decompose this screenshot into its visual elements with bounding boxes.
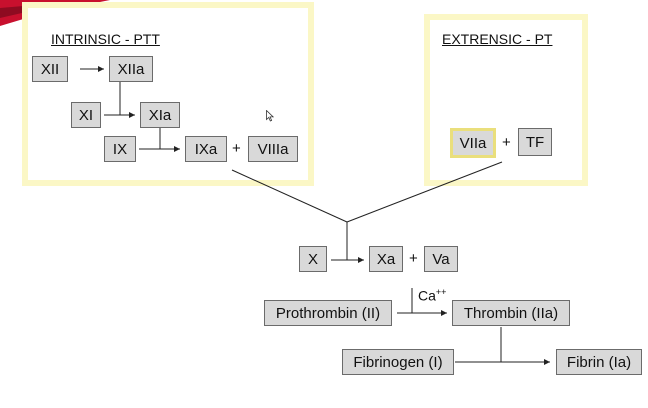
thrombin-box: Thrombin (IIa)	[452, 300, 570, 326]
calcium-label: Ca++	[418, 287, 447, 304]
plus-ixa-viiia: +	[232, 140, 241, 157]
factor-va: Va	[424, 246, 458, 272]
extrinsic-title: EXTRENSIC - PT	[442, 31, 553, 47]
intrinsic-title: INTRINSIC - PTT	[51, 31, 160, 47]
factor-xi: XI	[71, 102, 101, 128]
factor-ix: IX	[104, 136, 136, 162]
factor-viiia: VIIIa	[248, 136, 298, 162]
factor-viia: VIIa	[450, 128, 496, 158]
factor-ixa: IXa	[185, 136, 227, 162]
factor-xia: XIa	[140, 102, 180, 128]
factor-tf: TF	[518, 128, 552, 156]
factor-xiia: XIIa	[109, 56, 153, 82]
prothrombin-box: Prothrombin (II)	[264, 300, 392, 326]
plus-xa-va: +	[409, 250, 418, 267]
factor-xa: Xa	[369, 246, 403, 272]
factor-x: X	[299, 246, 327, 272]
plus-viia-tf: +	[502, 134, 511, 151]
fibrin-box: Fibrin (Ia)	[556, 349, 642, 375]
fibrinogen-box: Fibrinogen (I)	[342, 349, 454, 375]
mouse-pointer-icon	[266, 110, 274, 122]
factor-xii: XII	[32, 56, 68, 82]
